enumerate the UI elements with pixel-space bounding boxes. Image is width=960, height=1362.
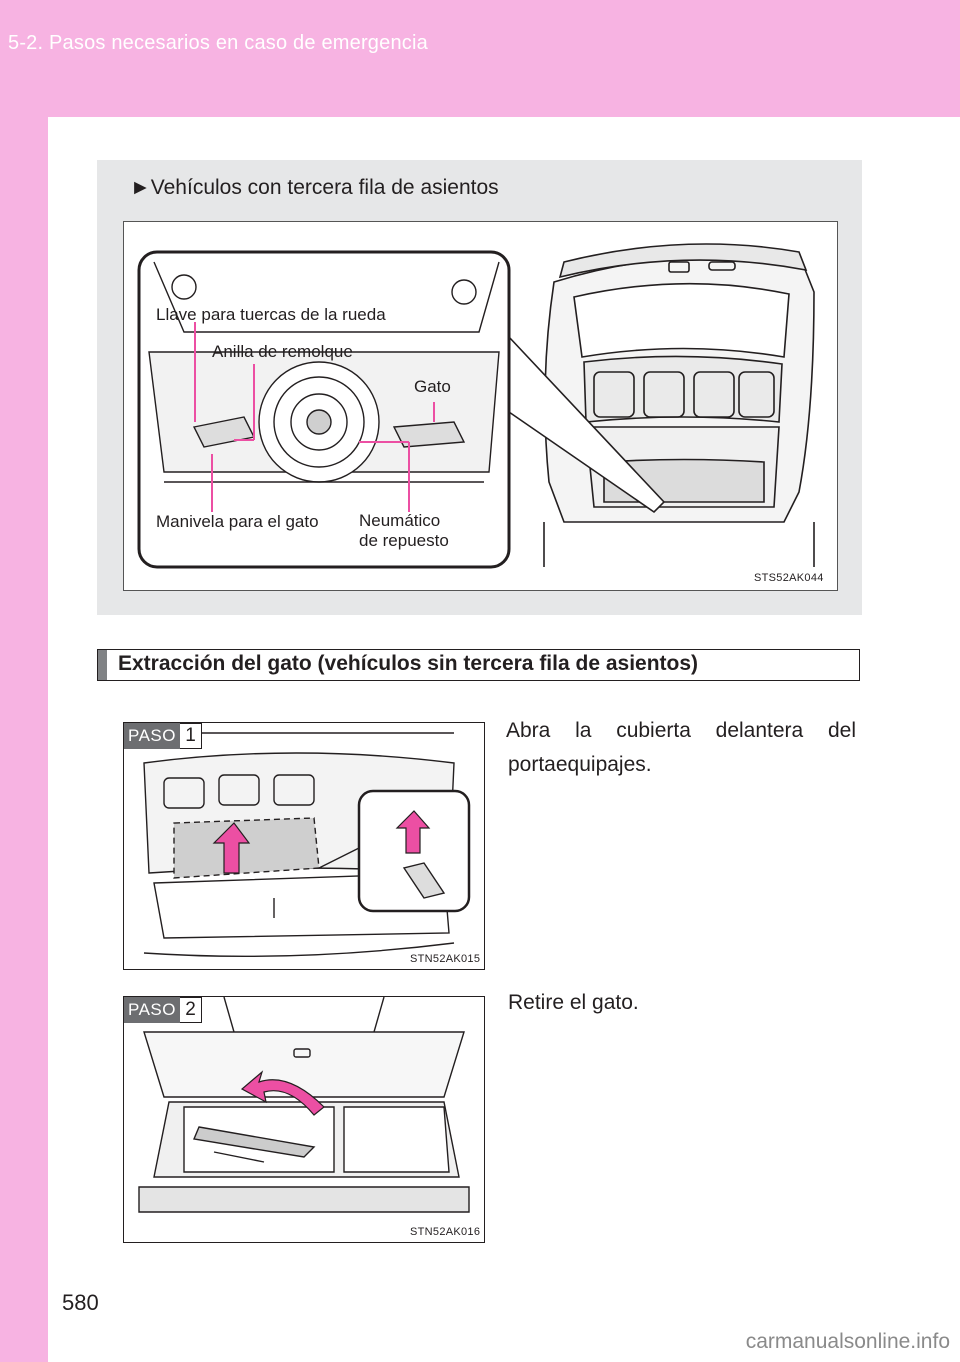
step-1-badge: PASO 1: [124, 723, 202, 749]
header-corner: [48, 117, 62, 131]
step-1-drawing: [143, 732, 471, 958]
section-heading-text: Extracción del gato (vehículos sin terce…: [118, 652, 699, 675]
side-band: [0, 117, 48, 1362]
label-spare-tire-2: de repuesto: [359, 531, 449, 550]
step-1-badge-number: 1: [179, 723, 202, 749]
step-1-illustration: PASO 1 STN52AK015: [123, 722, 485, 970]
heading-bar: [98, 650, 107, 680]
label-wrench: Llave para tuercas de la rueda: [156, 305, 386, 324]
step-1-text-line1: Abra la cubierta delantera del: [506, 719, 856, 742]
label-jack: Gato: [414, 377, 451, 396]
step-1-text-line2: portaequipajes.: [508, 753, 652, 776]
figure-caption: ►Vehículos con tercera fila de asientos: [130, 176, 499, 199]
watermark: carmanualsonline.info: [745, 1330, 950, 1353]
section-heading: Extracción del gato (vehículos sin terce…: [97, 649, 860, 681]
page-number: 580: [62, 1290, 99, 1315]
step-2-text: Retire el gato.: [508, 991, 639, 1014]
label-tow-eye: Anilla de remolque: [212, 342, 353, 361]
trunk-drawing: Llave para tuercas de la rueda Anilla de…: [137, 243, 815, 569]
label-jack-handle: Manivela para el gato: [156, 512, 319, 531]
label-spare-tire-1: Neumático: [359, 511, 440, 530]
figure-code: STS52AK044: [754, 572, 824, 584]
step-2-badge-number: 2: [179, 997, 202, 1023]
step-2-badge-word: PASO: [124, 997, 180, 1023]
step-2-badge: PASO 2: [124, 997, 202, 1023]
step-2-code: STN52AK016: [410, 1226, 481, 1238]
step-2-illustration: PASO 2 STN52AK016: [123, 996, 485, 1243]
header-band: [0, 0, 960, 117]
trunk-illustration: Llave para tuercas de la rueda Anilla de…: [123, 221, 838, 591]
step-1-badge-word: PASO: [124, 723, 180, 749]
step-2-drawing: [138, 997, 470, 1213]
step-1-code: STN52AK015: [410, 953, 481, 965]
section-title: 5-2. Pasos necesarios en caso de emergen…: [8, 32, 428, 54]
